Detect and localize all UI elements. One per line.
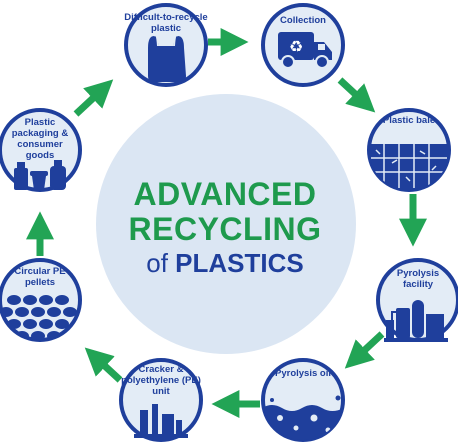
title-line-3: of PLASTICS	[90, 248, 360, 279]
label-cracker: Cracker & polyethylene (PE) unit	[121, 364, 201, 397]
arrow-collection-to-bale	[337, 77, 376, 113]
plastic-bag-icon	[148, 33, 186, 82]
node-difficult	[124, 3, 208, 87]
label-bale: Plastic bale	[382, 115, 436, 126]
label-collection: Collection	[280, 15, 326, 26]
arrow-facility-to-oil	[344, 331, 385, 369]
title-plastics: PLASTICS	[175, 248, 304, 278]
label-pyrolysis-oil: Pyrolysis oil	[275, 368, 331, 379]
label-pellets: Circular PE pellets	[14, 266, 66, 288]
pyrolysis-facility-icon	[384, 300, 448, 342]
cycle-arrows	[26, 28, 427, 418]
title-line-1: ADVANCED	[133, 176, 317, 212]
recycling-truck-icon: ♻	[278, 32, 332, 69]
arrow-cracker-to-pellets	[84, 347, 123, 383]
label-packaging: Plastic packaging & consumer goods	[11, 117, 69, 161]
title-line-2: RECYCLING	[128, 211, 322, 247]
svg-text:♻: ♻	[289, 37, 303, 56]
arrow-packaging-to-difficult	[73, 79, 114, 117]
label-difficult: Difficult-to-recycle plastic	[124, 12, 208, 34]
label-pyrolysis-facility: Pyrolysis facility	[396, 268, 440, 290]
consumer-goods-icon	[14, 160, 66, 190]
center-circle	[96, 94, 356, 354]
title-of: of	[146, 248, 168, 278]
plastic-bale-icon	[371, 144, 447, 188]
cracker-unit-icon	[134, 404, 188, 438]
